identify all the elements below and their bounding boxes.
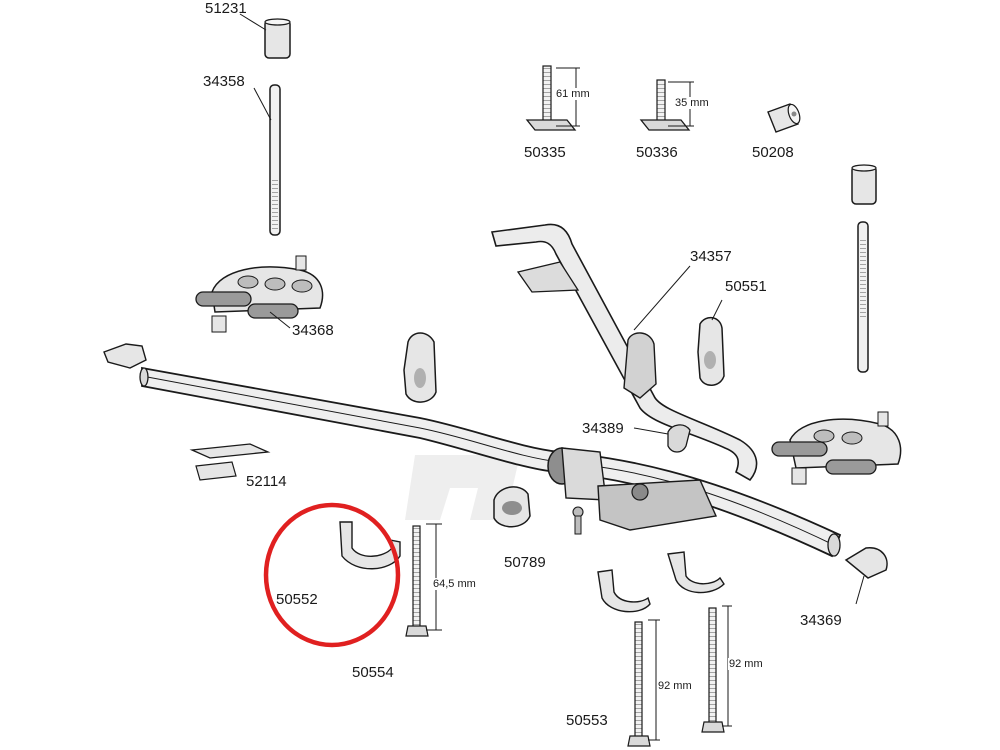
part-50336-tbolt	[639, 79, 694, 131]
highlight-circle	[263, 502, 401, 648]
leader-34389	[633, 427, 669, 435]
dimension-64-5mm: 64,5 mm	[432, 578, 477, 590]
part-34369-endcap	[844, 547, 888, 579]
part-50552-strap	[339, 521, 401, 570]
part-52114-plate	[189, 443, 271, 481]
label-34369: 34369	[800, 612, 842, 629]
part-50554-bolt	[405, 523, 442, 637]
part-right-rod	[857, 221, 869, 373]
part-knob-mechanism	[547, 447, 718, 535]
part-50208-nut	[767, 103, 801, 133]
dimension-92mm-b: 92 mm	[728, 658, 764, 670]
part-right-clamp	[771, 411, 902, 485]
part-strap-a	[597, 569, 651, 613]
leader-51231	[239, 13, 267, 31]
leader-34368	[269, 311, 291, 329]
part-34368-clamp	[195, 255, 324, 333]
leader-34358	[253, 87, 272, 121]
label-50554: 50554	[352, 664, 394, 681]
leader-34357	[633, 265, 691, 331]
label-50336: 50336	[636, 144, 678, 161]
part-51231-sleeve	[264, 18, 291, 59]
leader-50551	[711, 299, 723, 321]
label-34389: 34389	[582, 420, 624, 437]
part-strap-b	[667, 551, 725, 594]
part-50789-cap	[493, 486, 531, 528]
label-34358: 34358	[203, 73, 245, 90]
watermark-logo	[405, 455, 520, 520]
leader-34369	[855, 575, 865, 605]
part-right-sleeve	[851, 164, 877, 205]
part-34389-clip	[667, 424, 691, 453]
part-34357-frame-arm	[490, 223, 758, 482]
label-50789: 50789	[504, 554, 546, 571]
label-50551: 50551	[725, 278, 767, 295]
label-34357: 34357	[690, 248, 732, 265]
part-left-endcap	[103, 343, 147, 369]
label-51231: 51231	[205, 0, 247, 17]
label-50552: 50552	[276, 591, 318, 608]
part-34358-rod	[269, 84, 281, 236]
part-50551-pad	[697, 316, 725, 386]
label-50335: 50335	[524, 144, 566, 161]
label-50208: 50208	[752, 144, 794, 161]
label-34368: 34368	[292, 322, 334, 339]
part-left-pad	[403, 332, 437, 403]
dimension-35mm: 35 mm	[674, 97, 710, 109]
dimension-61mm: 61 mm	[555, 88, 591, 100]
dimension-92mm-a: 92 mm	[657, 680, 693, 692]
label-50553: 50553	[566, 712, 608, 729]
label-52114: 52114	[246, 473, 287, 490]
part-50553-bolt	[627, 619, 660, 747]
